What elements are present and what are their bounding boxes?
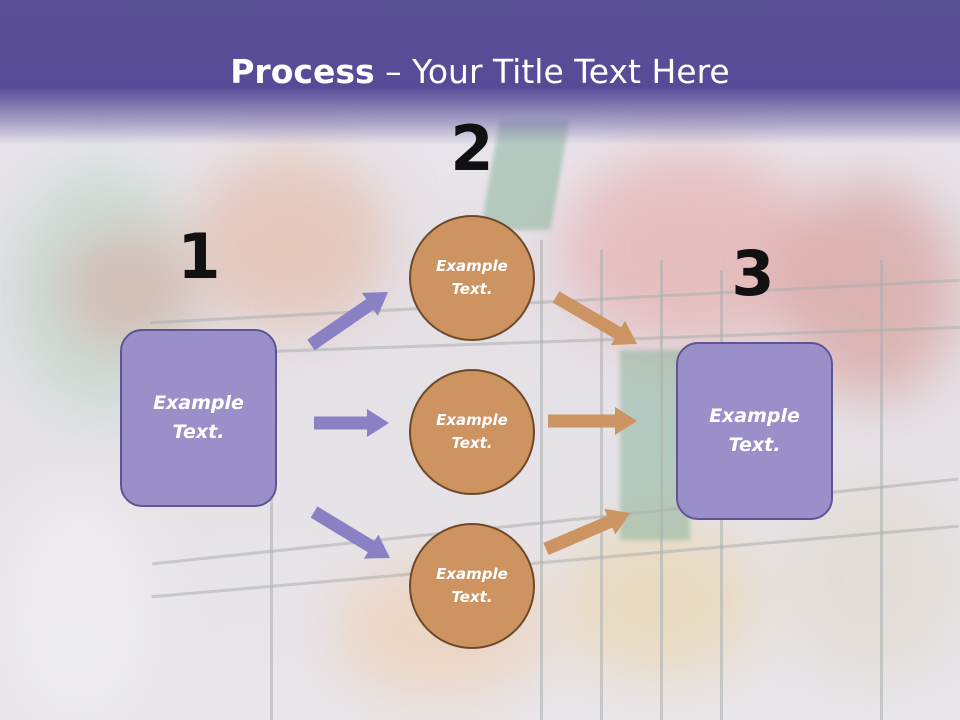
circle-3-line2: Text. <box>451 588 493 606</box>
arrow-1-to-middle <box>314 409 389 437</box>
arrow-top-to-3 <box>552 291 637 346</box>
title-bold: Process <box>230 52 375 91</box>
arrow-1-to-bottom <box>310 506 390 559</box>
step-2-circle-middle: Example Text. <box>409 369 535 495</box>
circle-1-line1: Example <box>436 257 508 275</box>
circle-2-line1: Example <box>436 411 508 429</box>
step-number-1: 1 <box>177 220 221 293</box>
step-number-2: 2 <box>450 112 494 185</box>
step-3-box: Example Text. <box>676 342 833 520</box>
step-number-3: 3 <box>731 237 775 310</box>
step-2-circle-bottom: Example Text. <box>409 523 535 649</box>
step-3-line2: Text. <box>728 434 781 456</box>
step-1-line1: Example <box>153 392 244 414</box>
circle-1-line2: Text. <box>451 280 493 298</box>
circle-3-line1: Example <box>436 565 508 583</box>
arrow-1-to-top <box>307 292 388 351</box>
title-rest: – Your Title Text Here <box>374 52 730 91</box>
step-1-box: Example Text. <box>120 329 277 507</box>
circle-2-line2: Text. <box>451 434 493 452</box>
step-1-line2: Text. <box>172 421 225 443</box>
title-bar <box>0 0 960 145</box>
arrow-middle-to-3 <box>548 407 637 435</box>
step-2-circle-top: Example Text. <box>409 215 535 341</box>
slide-title: Process – Your Title Text Here <box>0 52 960 91</box>
step-3-line1: Example <box>709 405 800 427</box>
arrow-bottom-to-3 <box>543 508 630 555</box>
